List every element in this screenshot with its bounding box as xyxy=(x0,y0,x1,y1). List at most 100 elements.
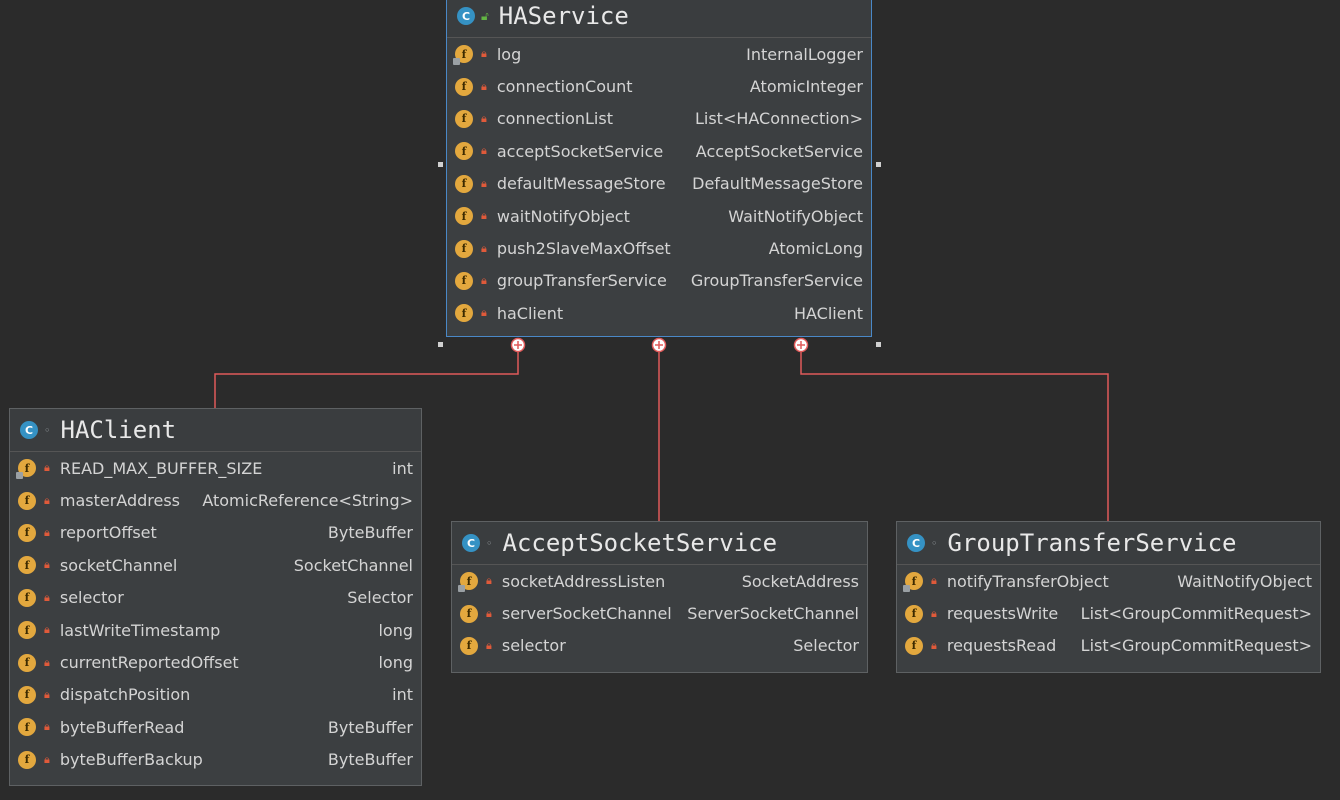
class-name: HAClient xyxy=(60,416,177,444)
private-lock-icon: 🔒︎ xyxy=(931,638,937,652)
package-private-icon: ◦ xyxy=(44,423,51,437)
private-lock-icon: 🔒︎ xyxy=(481,47,487,61)
private-lock-icon: 🔒︎ xyxy=(44,687,50,701)
class-header[interactable]: C ◦ AcceptSocketService xyxy=(452,522,867,565)
field-icon: f xyxy=(18,653,36,672)
field-type: AtomicInteger xyxy=(749,77,863,97)
private-lock-icon: 🔒︎ xyxy=(481,176,487,190)
field-icon: f xyxy=(903,572,923,593)
field-type: ByteBuffer xyxy=(327,717,413,737)
field-row[interactable]: f 🔒︎ haClient HAClient xyxy=(447,297,871,329)
class-icon: C xyxy=(462,534,480,552)
class-name: HAService xyxy=(498,2,629,30)
private-lock-icon: 🔒︎ xyxy=(44,558,50,572)
field-name: byteBufferRead xyxy=(59,717,185,737)
class-header[interactable]: C ◦ HAClient xyxy=(10,409,421,452)
field-type: SocketChannel xyxy=(293,555,413,575)
selection-handle[interactable] xyxy=(438,162,443,167)
field-icon: f xyxy=(460,604,478,623)
field-name: requestsRead xyxy=(946,636,1057,656)
private-lock-icon: 🔒︎ xyxy=(44,590,50,604)
field-name: socketAddressListen xyxy=(501,571,666,591)
field-name: connectionList xyxy=(496,109,613,129)
private-lock-icon: 🔒︎ xyxy=(481,79,487,93)
private-lock-icon: 🔒︎ xyxy=(486,574,492,588)
field-name: log xyxy=(496,44,522,64)
connector-grouptransferservice xyxy=(800,345,1109,521)
field-icon: f xyxy=(18,718,36,737)
field-name: push2SlaveMaxOffset xyxy=(496,239,671,259)
private-lock-icon: 🔒︎ xyxy=(44,752,50,766)
field-name: dispatchPosition xyxy=(59,685,191,705)
field-icon: f xyxy=(18,588,36,607)
private-lock-icon: 🔒︎ xyxy=(481,273,487,287)
public-unlock-icon: 🔓︎ xyxy=(481,8,489,23)
class-box-grouptransferservice[interactable]: C ◦ GroupTransferService f🔒︎notifyTransf… xyxy=(896,521,1321,673)
field-name: haClient xyxy=(496,303,564,323)
field-type: long xyxy=(378,653,413,673)
class-icon: C xyxy=(457,7,475,25)
field-type: InternalLogger xyxy=(746,44,863,64)
field-name: selector xyxy=(59,588,124,608)
field-icon: f xyxy=(455,271,473,290)
field-name: defaultMessageStore xyxy=(496,174,666,194)
field-icon: f xyxy=(455,109,473,128)
field-type: HAClient xyxy=(793,303,863,323)
selection-handle[interactable] xyxy=(438,342,443,347)
field-icon: f xyxy=(455,304,473,323)
field-name: currentReportedOffset xyxy=(59,653,239,673)
field-list: f 🔒︎ READ_MAX_BUFFER_SIZE int f🔒︎masterAddre… xyxy=(10,452,421,776)
class-header[interactable]: C 🔓︎ HAService xyxy=(447,0,871,38)
field-type: AcceptSocketService xyxy=(695,141,863,161)
field-icon: f xyxy=(18,523,36,542)
field-type: DefaultMessageStore xyxy=(692,174,863,194)
field-name: waitNotifyObject xyxy=(496,206,630,226)
field-name: groupTransferService xyxy=(496,271,667,291)
class-name: AcceptSocketService xyxy=(502,529,778,557)
selection-handle[interactable] xyxy=(876,342,881,347)
inner-class-markers xyxy=(510,337,809,353)
field-list: f 🔒︎ socketAddressListen SocketAddress f🔒︎se… xyxy=(452,565,867,662)
field-type: SocketAddress xyxy=(741,571,859,591)
class-header[interactable]: C ◦ GroupTransferService xyxy=(897,522,1320,565)
field-icon: f xyxy=(18,685,36,704)
field-name: connectionCount xyxy=(496,77,633,97)
selection-handle[interactable] xyxy=(876,162,881,167)
field-type: AtomicLong xyxy=(768,239,863,259)
class-box-acceptsocketservice[interactable]: C ◦ AcceptSocketService f 🔒︎ socketAddress… xyxy=(451,521,868,673)
class-icon: C xyxy=(20,421,38,439)
private-lock-icon: 🔒︎ xyxy=(481,306,487,320)
private-lock-icon: 🔒︎ xyxy=(44,461,50,475)
field-name: reportOffset xyxy=(59,523,157,543)
field-name: READ_MAX_BUFFER_SIZE xyxy=(59,458,263,478)
field-type: int xyxy=(392,458,413,478)
